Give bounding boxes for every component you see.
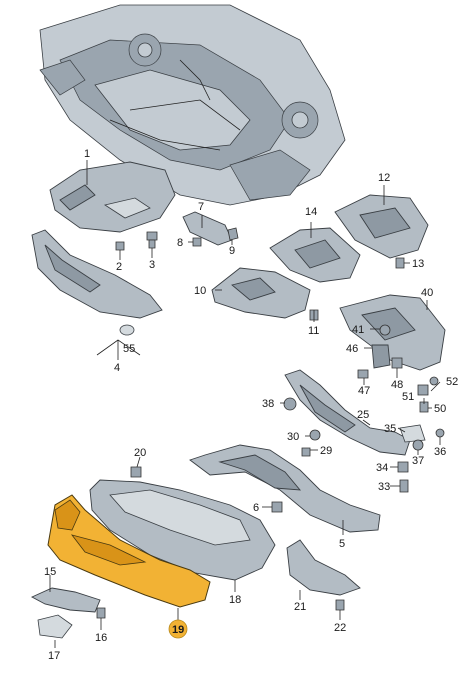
part-35-bracket [399,424,426,443]
callout-2: 2 [116,261,122,273]
callout-19-highlight-circle [168,619,188,639]
callout-34: 34 [376,462,388,474]
callout-41: 41 [352,324,364,336]
callout-5: 5 [339,538,345,550]
callout-48: 48 [391,379,403,391]
part-1-engine-undershield [49,161,176,233]
callout-18: 18 [229,594,241,606]
callout-13: 13 [412,258,424,270]
part-25-tunnel-shield [284,369,411,456]
callout-10: 10 [194,285,206,297]
part-10-shield [211,267,311,319]
part-36-clip [435,428,445,438]
callout-46: 46 [346,343,358,355]
callout-33: 33 [378,481,390,493]
part-2-bolt [115,241,125,260]
callout-8: 8 [177,237,183,249]
callout-12: 12 [378,172,390,184]
part-14-shield [269,227,361,283]
callout-55: 55 [123,343,135,355]
part-19-underbody-panel-highlighted [47,494,211,608]
callout-16: 16 [95,632,107,644]
part-34-nut [397,461,409,473]
callout-9: 9 [229,245,235,257]
part-40-shield [339,294,446,371]
callout-52: 52 [446,376,458,388]
callout-14: 14 [305,206,317,218]
part-47-bolt [357,369,369,379]
part-5-center-tunnel [189,444,381,533]
part-41-nut [379,324,391,336]
callout-7: 7 [198,201,204,213]
part-7-bracket [182,211,233,246]
part-6-bolt [271,501,283,513]
callout-labels: 1 2 3 4 5 6 7 8 9 10 11 12 13 14 15 16 1… [44,148,458,662]
callout-19: 19 [172,624,184,636]
callout-15: 15 [44,566,56,578]
part-29-bolt [301,447,311,457]
part-46-bracket [371,344,391,369]
part-8-bolt [192,237,202,247]
part-4-side-panel [31,229,163,336]
part-18-floor-panel [89,479,276,581]
part-33-bolt [399,479,409,493]
callout-35: 35 [384,423,396,435]
part-12-shield [334,194,429,259]
car-underbody [39,4,346,206]
part-17-cover [37,614,73,639]
callout-37: 37 [412,455,424,467]
part-3-bolt [146,231,158,258]
part-9-clip [227,227,239,241]
callout-20: 20 [134,447,146,459]
callout-40: 40 [421,287,433,299]
callout-17: 17 [48,650,60,662]
part-13-bolt [395,257,405,269]
callout-1: 1 [84,148,90,160]
part-15-bracket [30,587,101,613]
callout-4: 4 [114,362,120,374]
part-20-clip [130,466,142,478]
callout-30: 30 [287,431,299,443]
callout-38: 38 [262,398,274,410]
callout-11: 11 [308,325,319,337]
part-22-bolt [335,599,345,611]
callout-29: 29 [320,445,332,457]
callout-6: 6 [253,502,259,514]
callout-25: 25 [357,409,369,421]
part-48-nut [391,357,403,369]
callout-51: 51 [402,391,414,403]
callout-47: 47 [358,385,370,397]
part-38-clip [283,397,297,411]
callout-3: 3 [149,259,155,271]
part-50-bolt [419,401,429,413]
callout-22: 22 [334,622,346,634]
part-16-bolt [96,607,106,619]
callout-21: 21 [294,601,306,613]
part-37-nut [412,439,424,451]
part-21-shield [286,539,361,596]
part-51-nut [417,384,429,396]
leader-lines [49,160,441,648]
part-52-clip [429,376,439,386]
callout-36: 36 [434,446,446,458]
callout-50: 50 [434,403,446,415]
part-30-nut [309,429,321,441]
